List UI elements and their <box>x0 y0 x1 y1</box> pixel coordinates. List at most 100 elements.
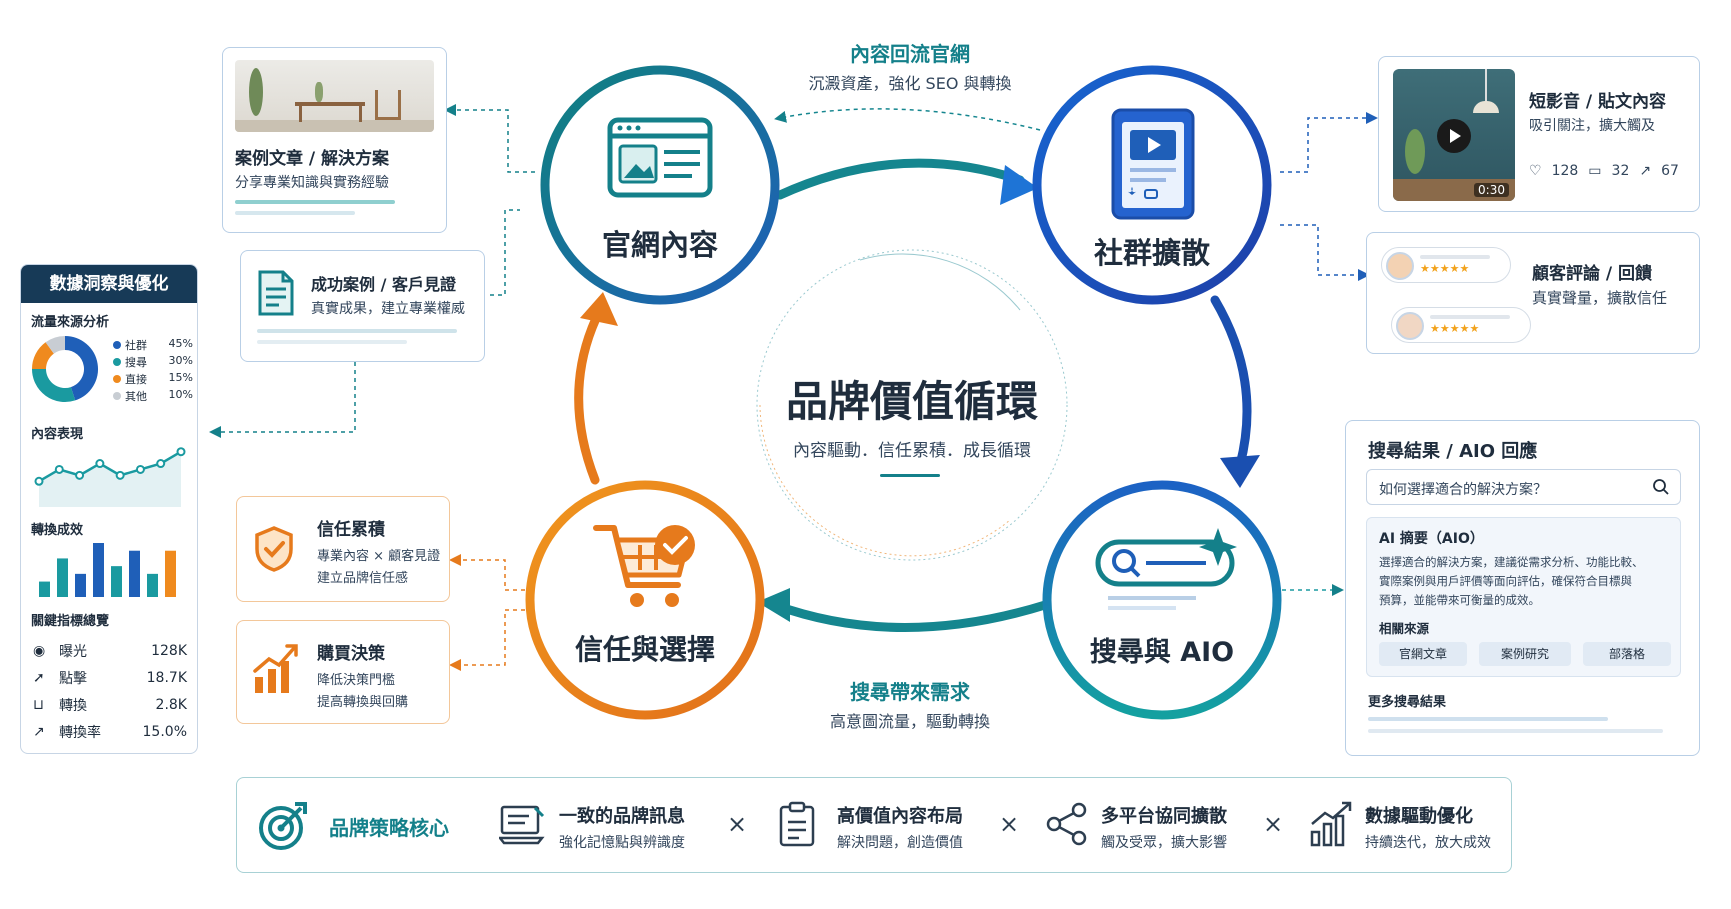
traffic-donut-chart <box>29 333 101 405</box>
source-chip-1[interactable]: 官網文章 <box>1379 642 1467 666</box>
donut-slice <box>39 369 73 395</box>
aio-box: AI 摘要（AIO） 選擇適合的解決方案，建議從需求分析、功能比較、 實際案例與… <box>1366 517 1681 677</box>
comments-count: 32 <box>1612 163 1630 179</box>
room-photo <box>235 60 434 132</box>
conversion-bar <box>93 543 104 597</box>
strategy-item-2-title: 高價值內容布局 <box>837 802 963 828</box>
donut-slice <box>50 343 65 348</box>
purchase-line2: 提高轉換與回購 <box>317 691 408 710</box>
likes-count: 128 <box>1552 163 1579 179</box>
line-point <box>157 460 164 467</box>
conversion-bar <box>147 574 158 597</box>
success-case-title: 成功案例 / 客戶見證 <box>311 271 456 295</box>
flow-bottom-title: 搜尋帶來需求 <box>800 676 1020 705</box>
review-stars-2: ★★★★★ <box>1430 322 1479 335</box>
reviews-sub: 真實聲量，擴散信任 <box>1532 287 1667 308</box>
document-icon <box>257 269 295 317</box>
conversion-title: 轉換成效 <box>31 519 83 538</box>
strategy-item-1-sub: 強化記憶點與辨識度 <box>559 832 685 852</box>
shield-check-icon <box>253 525 295 573</box>
conversion-bar <box>111 566 122 597</box>
node-trust-label[interactable]: 信任與選擇 <box>550 628 740 668</box>
aio-line-1: 選擇適合的解決方案，建議從需求分析、功能比較、 <box>1379 554 1644 570</box>
trust-accum-card[interactable]: 信任累積 專業內容 × 顧客見證 建立品牌信任感 <box>236 496 450 602</box>
purchase-line1: 降低決策門檻 <box>317 669 395 688</box>
donut-slice <box>65 343 91 394</box>
source-chip-2[interactable]: 案例研究 <box>1479 642 1571 666</box>
conversion-bar <box>57 558 68 597</box>
play-icon <box>1437 119 1471 153</box>
trust-accum-line2: 建立品牌信任感 <box>317 567 408 586</box>
trend-icon: ↗ <box>33 724 59 740</box>
arrow-trust-to-official <box>579 310 600 480</box>
strategy-item-3-title: 多平台協同擴散 <box>1101 802 1227 828</box>
flow-top-title: 內容回流官網 <box>800 38 1020 67</box>
conversion-bar <box>165 551 176 597</box>
video-thumbnail[interactable]: 0:30 <box>1393 69 1515 201</box>
search-result-title: 搜尋結果 / AIO 回應 <box>1368 437 1537 463</box>
search-icon[interactable] <box>1652 478 1670 496</box>
strategy-item-2-sub: 解決問題，創造價值 <box>837 832 963 852</box>
kpi-title: 關鍵指標總覽 <box>31 610 109 629</box>
node-social-label[interactable]: 社群擴散 <box>1062 230 1242 272</box>
legend-item: 其他10% <box>113 388 193 405</box>
strategy-item-1-title: 一致的品牌訊息 <box>559 802 685 828</box>
more-results-label[interactable]: 更多搜尋結果 <box>1368 691 1446 710</box>
share-network-icon <box>1045 802 1089 846</box>
strategy-bar: 品牌策略核心 一致的品牌訊息 強化記憶點與辨識度 × 高價值內容布局 解決問題，… <box>236 777 1512 873</box>
search-query: 如何選擇適合的解決方案？ <box>1379 479 1547 499</box>
aio-line-2: 實際案例與用戶評價等面向評估，確保符合目標與 <box>1379 573 1632 589</box>
sources-label: 相關來源 <box>1379 618 1429 637</box>
cart-icon: ⊔ <box>33 697 59 713</box>
phone-video-icon <box>1113 110 1193 218</box>
conversion-bar <box>129 551 140 597</box>
strategy-item-3-sub: 觸及受眾，擴大影響 <box>1101 832 1227 852</box>
video-duration: 0:30 <box>1474 183 1509 197</box>
review-bubble-1: ★★★★★ <box>1381 247 1511 283</box>
bar-growth-icon <box>1309 800 1353 848</box>
purchase-card[interactable]: 購買決策 降低決策門檻 提高轉換與回購 <box>236 620 450 724</box>
flow-top-sub: 沉澱資產，強化 SEO 與轉換 <box>770 70 1050 94</box>
arrow-official-to-social <box>780 163 1020 195</box>
strategy-core-label: 品牌策略核心 <box>329 812 449 841</box>
search-input[interactable]: 如何選擇適合的解決方案？ <box>1366 469 1681 505</box>
conversion-bar-chart <box>35 537 185 597</box>
node-search-label[interactable]: 搜尋與 AIO <box>1062 630 1262 669</box>
comment-icon[interactable]: ▭ <box>1588 163 1601 179</box>
purchase-title: 購買決策 <box>317 639 385 664</box>
share-icon[interactable]: ↗ <box>1639 163 1651 179</box>
short-video-card[interactable]: 0:30 短影音 / 貼文內容 吸引關注，擴大觸及 ♡128 ▭32 ↗67 <box>1378 56 1700 212</box>
line-point <box>96 460 103 467</box>
node-official-label[interactable]: 官網內容 <box>570 222 750 264</box>
avatar <box>1386 252 1414 280</box>
trust-accum-title: 信任累積 <box>317 515 385 540</box>
source-chip-3[interactable]: 部落格 <box>1583 642 1671 666</box>
content-title: 內容表現 <box>31 423 83 442</box>
line-point <box>76 472 83 479</box>
times-separator: × <box>727 810 747 838</box>
reviews-card[interactable]: ★★★★★ ★★★★★ 顧客評論 / 回饋 真實聲量，擴散信任 <box>1366 232 1700 354</box>
case-article-card[interactable]: 案例文章 / 解決方案 分享專業知識與實務經驗 <box>222 47 447 233</box>
video-stats: ♡128 ▭32 ↗67 <box>1529 163 1679 179</box>
line-point <box>56 466 63 473</box>
flow-bottom-sub: 高意圖流量，驅動轉換 <box>790 708 1030 732</box>
line-point <box>137 466 144 473</box>
laptop-message-icon <box>499 804 545 846</box>
trust-accum-line1: 專業內容 × 顧客見證 <box>317 545 440 564</box>
cursor-icon: ➚ <box>33 670 59 686</box>
traffic-title: 流量來源分析 <box>31 311 109 330</box>
avatar <box>1396 312 1424 340</box>
heart-icon[interactable]: ♡ <box>1529 163 1542 179</box>
short-video-sub: 吸引關注，擴大觸及 <box>1529 115 1655 135</box>
success-case-card[interactable]: 成功案例 / 客戶見證 真實成果，建立專業權威 <box>240 250 485 362</box>
content-line-chart <box>33 441 187 507</box>
donut-slice <box>39 348 50 369</box>
aio-line-3: 預算，並能帶來可衡量的成效。 <box>1379 592 1540 608</box>
